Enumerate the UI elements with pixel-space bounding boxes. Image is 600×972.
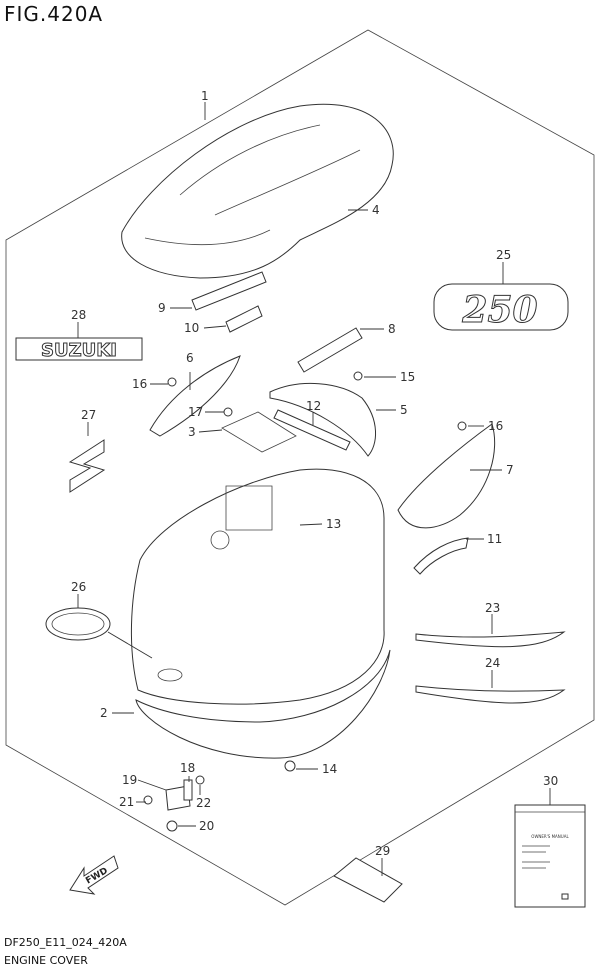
callout-3: 3 <box>188 425 196 439</box>
stripe-decal-23[interactable] <box>415 631 566 648</box>
callout-21: 21 <box>119 795 134 809</box>
callout-16a: 16 <box>132 377 147 391</box>
callout-12: 12 <box>306 399 321 413</box>
decal-suzuki-text: SUZUKI <box>41 340 117 361</box>
manual-heading: OWNER'S MANUAL <box>531 834 569 839</box>
figure-title: FIG.420A <box>4 2 104 26</box>
callout-29: 29 <box>375 844 390 858</box>
callout-15: 15 <box>400 370 415 384</box>
callout-28: 28 <box>71 308 86 322</box>
vent-6[interactable] <box>149 355 241 437</box>
callout-1: 1 <box>201 89 209 103</box>
diagram-code: DF250_E11_024_420A <box>4 936 127 949</box>
callout-16b: 16 <box>488 419 503 433</box>
screw-14[interactable] <box>284 760 296 772</box>
callout-5: 5 <box>400 403 408 417</box>
decal-250-text: 250 <box>461 289 537 331</box>
side-vent-7[interactable] <box>397 423 496 529</box>
seal-strip-9[interactable] <box>191 271 267 311</box>
callout-19: 19 <box>122 773 137 787</box>
owners-manual-30[interactable]: OWNER'S MANUAL <box>514 804 586 908</box>
callout-23: 23 <box>485 601 500 615</box>
screw-22[interactable] <box>195 775 205 785</box>
screw-17[interactable] <box>223 407 233 417</box>
callout-2: 2 <box>100 706 108 720</box>
top-cover-part[interactable] <box>121 103 394 279</box>
seal-strip-11[interactable] <box>413 537 469 575</box>
clip-18[interactable] <box>183 779 193 801</box>
lower-cover-part[interactable] <box>130 468 391 759</box>
callout-17: 17 <box>188 405 203 419</box>
seal-strip-8[interactable] <box>297 327 363 373</box>
stripe-decal-24[interactable] <box>415 685 566 704</box>
leader-lines <box>77 102 551 876</box>
seal-strip-12[interactable] <box>273 409 351 451</box>
callout-9: 9 <box>158 301 166 315</box>
callout-30: 30 <box>543 774 558 788</box>
callout-18: 18 <box>180 761 195 775</box>
callout-4: 4 <box>372 203 380 217</box>
callout-20: 20 <box>199 819 214 833</box>
callout-11: 11 <box>487 532 502 546</box>
decal-suzuki[interactable]: SUZUKI <box>15 337 143 362</box>
bracket-3[interactable] <box>221 411 297 453</box>
callout-25: 25 <box>496 248 511 262</box>
decal-250[interactable]: 250 <box>433 283 569 332</box>
callout-24: 24 <box>485 656 500 670</box>
bolt-20[interactable] <box>166 820 178 832</box>
seal-strip-10[interactable] <box>225 305 263 333</box>
suzuki-s-logo-27[interactable] <box>68 439 106 493</box>
pouch-29[interactable] <box>333 857 403 903</box>
fwd-arrow: FWD <box>69 855 119 895</box>
diagram-frame <box>5 29 595 906</box>
callout-10: 10 <box>184 321 199 335</box>
screw-21[interactable] <box>143 795 153 805</box>
callout-13: 13 <box>326 517 341 531</box>
callout-8: 8 <box>388 322 396 336</box>
diagram-name: ENGINE COVER <box>4 954 88 967</box>
callout-7: 7 <box>506 463 514 477</box>
callout-26: 26 <box>71 580 86 594</box>
screw-16b[interactable] <box>457 421 467 431</box>
ss-badge-26[interactable] <box>45 607 111 641</box>
screw-15[interactable] <box>353 371 363 381</box>
callout-22: 22 <box>196 796 211 810</box>
screw-16a[interactable] <box>167 377 177 387</box>
callout-14: 14 <box>322 762 337 776</box>
rear-vent-5[interactable] <box>269 383 377 457</box>
callout-27: 27 <box>81 408 96 422</box>
callout-6: 6 <box>186 351 194 365</box>
